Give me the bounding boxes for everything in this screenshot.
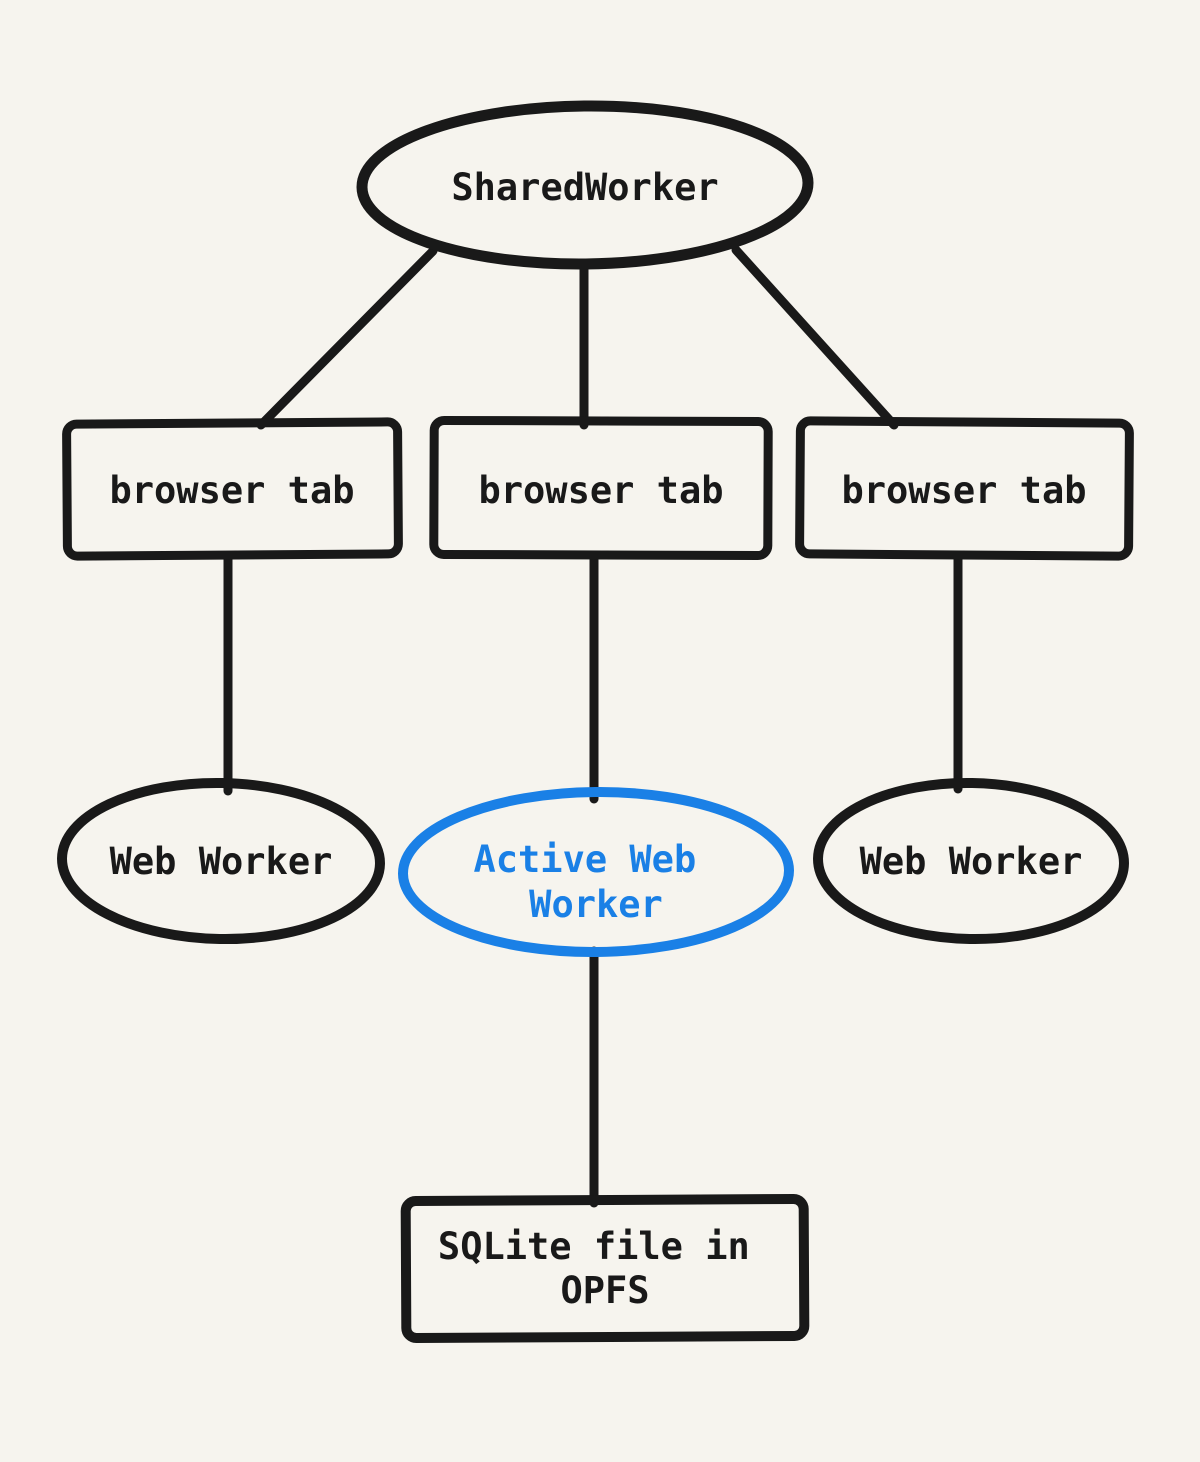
browser-tab-right-box [795, 416, 1134, 561]
browser-tab-center-box [429, 415, 773, 561]
sqlite-file-label-line1: SQLite file in [438, 1225, 750, 1268]
active-web-worker-label: Active Web Worker [473, 838, 718, 926]
browser-tab-left-box [62, 417, 403, 561]
active-web-worker-label-line2: Worker [529, 883, 663, 926]
edge-sharedworker-tab-right [731, 245, 899, 430]
node-sqlite-file: SQLite file in OPFS [400, 1194, 810, 1343]
web-worker-right-label: Web Worker [860, 840, 1083, 883]
node-browser-tab-right: browser tab [795, 416, 1134, 561]
node-web-worker-left: Web Worker [57, 777, 385, 945]
browser-tab-right-label: browser tab [841, 469, 1086, 512]
active-web-worker-ellipse [398, 786, 794, 958]
node-web-worker-right: Web Worker [813, 777, 1129, 945]
edges [223, 245, 963, 1208]
sqlite-file-label-line2: OPFS [560, 1269, 649, 1312]
browser-tab-center-label: browser tab [478, 469, 723, 512]
node-browser-tab-left: browser tab [62, 417, 403, 561]
node-active-web-worker: Active Web Worker [398, 786, 794, 958]
active-web-worker-label-line1: Active Web [473, 838, 696, 881]
shared-worker-label: SharedWorker [451, 166, 718, 209]
web-worker-right-ellipse [813, 777, 1129, 945]
shared-worker-ellipse [356, 100, 814, 270]
sqlite-file-box [400, 1194, 810, 1343]
web-worker-left-ellipse [57, 777, 385, 945]
browser-tab-left-label: browser tab [109, 469, 354, 512]
web-worker-left-label: Web Worker [110, 840, 333, 883]
edge-sharedworker-tab-left [256, 246, 438, 430]
node-browser-tab-center: browser tab [429, 415, 773, 561]
sqlite-file-label: SQLite file in OPFS [438, 1225, 772, 1312]
node-shared-worker: SharedWorker [356, 100, 814, 270]
